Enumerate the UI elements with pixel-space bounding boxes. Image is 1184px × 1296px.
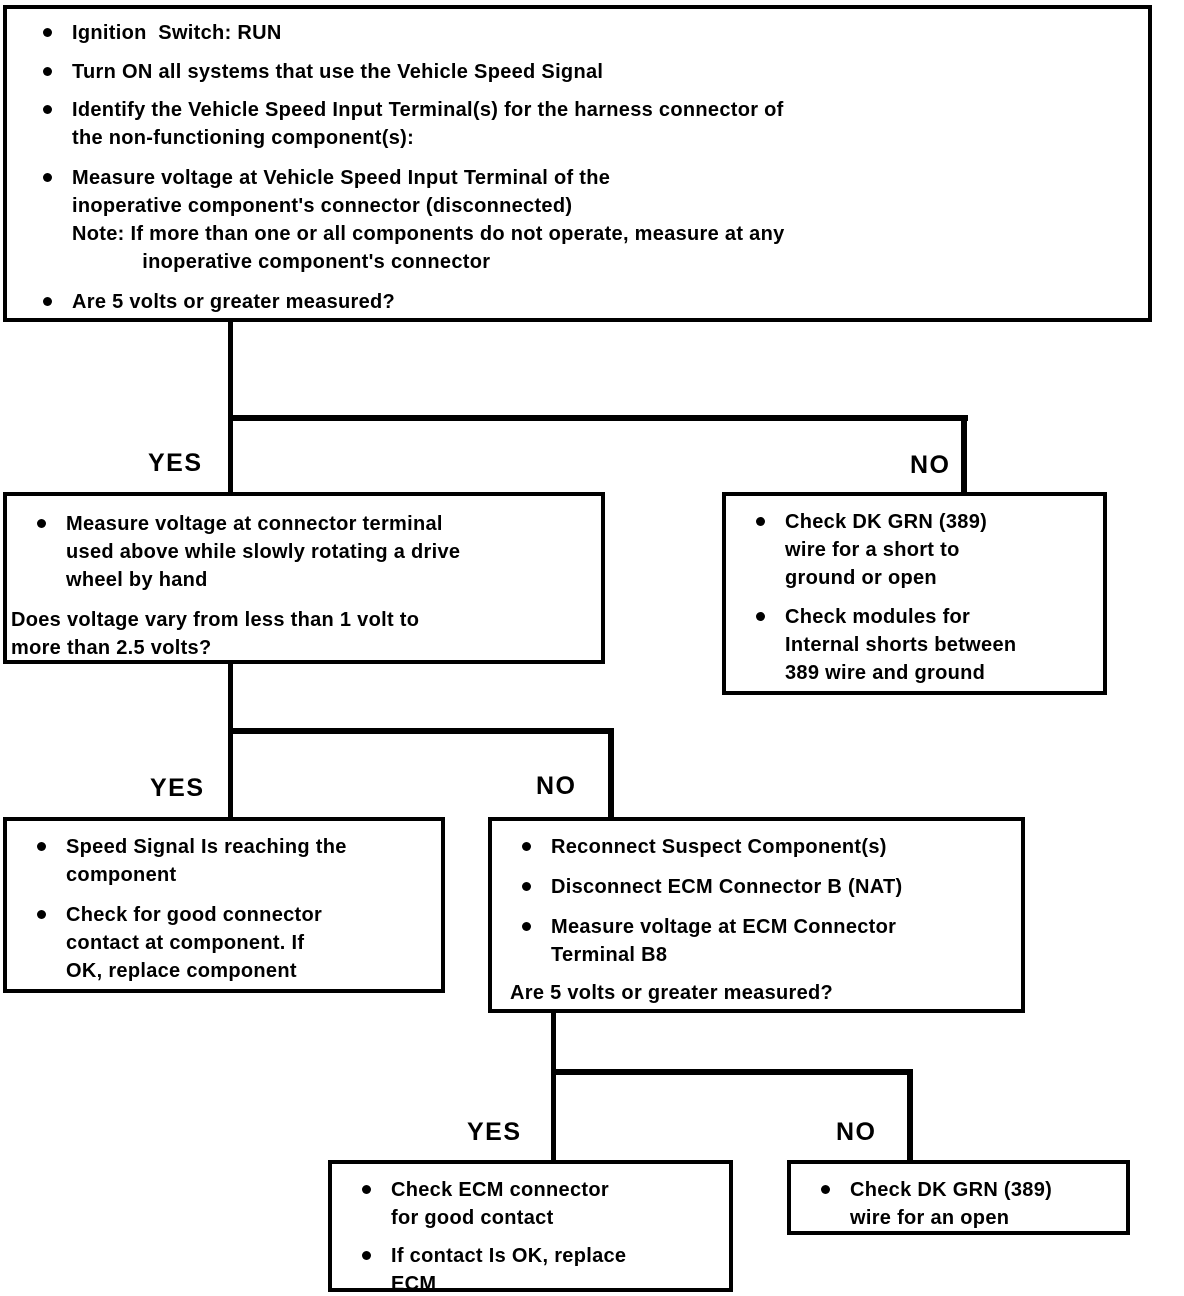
question-item: Does voltage vary from less than 1 volt …	[11, 606, 593, 662]
bullet-item: Are 5 volts or greater measured?	[43, 288, 1138, 316]
connector-line	[228, 415, 968, 421]
bullet-item: Measure voltage at connector terminal us…	[37, 510, 593, 594]
step-text: Check for good connector contact at comp…	[66, 904, 323, 982]
step-text: Check DK GRN (389) wire for a short to g…	[785, 511, 988, 589]
bullet-icon	[756, 612, 765, 621]
step-text: Measure voltage at Vehicle Speed Input T…	[72, 167, 785, 273]
bullet-item: Check ECM connector for good contact	[362, 1176, 721, 1232]
question-text: Does voltage vary from less than 1 volt …	[11, 609, 420, 659]
step-text: Measure voltage at ECM Connector Termina…	[551, 916, 897, 966]
step-text: Reconnect Suspect Component(s)	[551, 836, 887, 858]
step-text: Measure voltage at connector terminal us…	[66, 513, 461, 591]
bullet-item: Check modules for Internal shorts betwee…	[756, 603, 1095, 687]
branch-label-no-2: NO	[536, 772, 577, 800]
bullet-icon	[37, 842, 46, 851]
step-text: Disconnect ECM Connector B (NAT)	[551, 876, 903, 898]
bullet-icon	[522, 842, 531, 851]
bullet-icon	[43, 297, 52, 306]
question-text: Are 5 volts or greater measured?	[510, 982, 834, 1004]
bullet-item: Check DK GRN (389) wire for an open	[821, 1176, 1118, 1232]
step-text: Check modules for Internal shorts betwee…	[785, 606, 1017, 684]
bullet-icon	[756, 517, 765, 526]
step-text: Speed Signal Is reaching the component	[66, 836, 347, 886]
branch-label-no-1: NO	[910, 451, 951, 479]
bullet-icon	[43, 67, 52, 76]
bullet-icon	[522, 882, 531, 891]
question-text: Are 5 volts or greater measured?	[72, 291, 396, 313]
branch-label-yes-2: YES	[150, 774, 205, 802]
step-text: Check ECM connector for good contact	[391, 1179, 609, 1229]
bullet-icon	[37, 910, 46, 919]
level4-yes-box: Check ECM connector for good contact If …	[328, 1160, 733, 1295]
level2-yes-box: Measure voltage at connector terminal us…	[3, 492, 605, 664]
bullet-item: Check DK GRN (389) wire for a short to g…	[756, 508, 1095, 592]
bullet-icon	[37, 519, 46, 528]
step-text: Identify the Vehicle Speed Input Termina…	[72, 99, 784, 149]
bullet-icon	[522, 922, 531, 931]
bullet-icon	[43, 173, 52, 182]
question-item: Are 5 volts or greater measured?	[510, 979, 1013, 1007]
connector-line	[228, 664, 233, 817]
bullet-item: Reconnect Suspect Component(s)	[522, 833, 1013, 861]
bullet-item: Measure voltage at ECM Connector Termina…	[522, 913, 1013, 969]
branch-label-no-3: NO	[836, 1118, 877, 1146]
step-text: Turn ON all systems that use the Vehicle…	[72, 61, 604, 83]
bullet-item: Check for good connector contact at comp…	[37, 901, 433, 985]
connector-line	[228, 322, 233, 492]
level3-yes-box: Speed Signal Is reaching the component C…	[3, 817, 445, 993]
bullet-item: Speed Signal Is reaching the component	[37, 833, 433, 889]
bullet-icon	[43, 105, 52, 114]
bullet-item: If contact Is OK, replace ECM	[362, 1242, 721, 1296]
connector-line	[551, 1069, 913, 1075]
level2-no-box: Check DK GRN (389) wire for a short to g…	[722, 492, 1107, 695]
level3-no-box: Reconnect Suspect Component(s) Disconnec…	[488, 817, 1025, 1013]
bullet-icon	[43, 28, 52, 37]
step-text: If contact Is OK, replace ECM	[391, 1245, 627, 1295]
level4-no-box: Check DK GRN (389) wire for an open	[787, 1160, 1130, 1235]
step-text: Ignition Switch: RUN	[72, 22, 282, 44]
bullet-icon	[362, 1185, 371, 1194]
step-text: Check DK GRN (389) wire for an open	[850, 1179, 1053, 1229]
connector-line	[551, 1011, 556, 1160]
bullet-item: Turn ON all systems that use the Vehicle…	[43, 58, 1138, 86]
bullet-item: Ignition Switch: RUN	[43, 19, 1138, 47]
branch-label-yes-1: YES	[148, 449, 203, 477]
bullet-icon	[362, 1251, 371, 1260]
connector-line	[961, 415, 967, 492]
connector-line	[228, 728, 614, 734]
bullet-item: Measure voltage at Vehicle Speed Input T…	[43, 164, 1138, 276]
connector-line	[907, 1069, 913, 1160]
branch-label-yes-3: YES	[467, 1118, 522, 1146]
bullet-item: Identify the Vehicle Speed Input Termina…	[43, 96, 1138, 152]
bullet-item: Disconnect ECM Connector B (NAT)	[522, 873, 1013, 901]
connector-line	[608, 728, 614, 817]
bullet-icon	[821, 1185, 830, 1194]
start-box: Ignition Switch: RUN Turn ON all systems…	[3, 5, 1152, 322]
